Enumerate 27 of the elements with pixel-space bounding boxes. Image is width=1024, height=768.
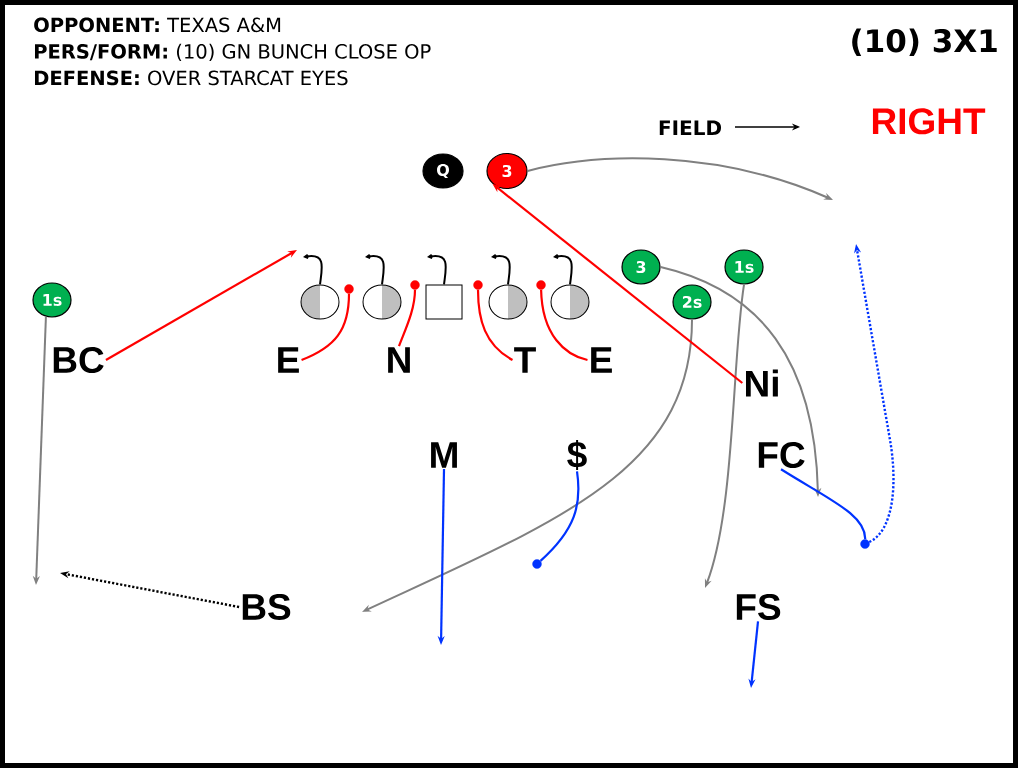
route-line bbox=[780, 468, 867, 540]
player-letter: M bbox=[431, 442, 457, 468]
header-line: DEFENSE: OVER STARCAT EYES bbox=[35, 70, 348, 86]
route-line bbox=[540, 289, 588, 362]
player-letter: FC bbox=[758, 441, 805, 469]
route-line bbox=[301, 293, 351, 361]
header-line: OPPONENT: TEXAS A&M bbox=[34, 17, 281, 33]
route-line bbox=[476, 289, 514, 361]
route-line bbox=[539, 471, 580, 562]
player-letter: $ bbox=[567, 439, 587, 471]
player-letter: T bbox=[514, 347, 536, 373]
lineman-symbol bbox=[488, 284, 528, 320]
player-letter: N bbox=[388, 347, 410, 373]
header-line: PERS/FORM: (10) GN BUNCH CLOSE OP bbox=[35, 43, 431, 62]
player-letter: BC bbox=[53, 346, 104, 374]
player-letter: Ni bbox=[746, 369, 778, 397]
formation-title: (10) 3X1 bbox=[852, 28, 997, 57]
direction-label: RIGHT bbox=[872, 108, 986, 135]
player-letter: BS bbox=[242, 593, 291, 621]
player-letter: FS bbox=[736, 593, 781, 621]
direction-label: FIELD bbox=[659, 120, 721, 135]
center-square bbox=[425, 284, 463, 320]
player-letter: E bbox=[591, 347, 612, 373]
player-letter: E bbox=[278, 347, 299, 373]
lineman-symbol bbox=[362, 284, 402, 320]
lineman-symbol bbox=[300, 284, 340, 320]
lineman-symbol bbox=[550, 284, 590, 320]
